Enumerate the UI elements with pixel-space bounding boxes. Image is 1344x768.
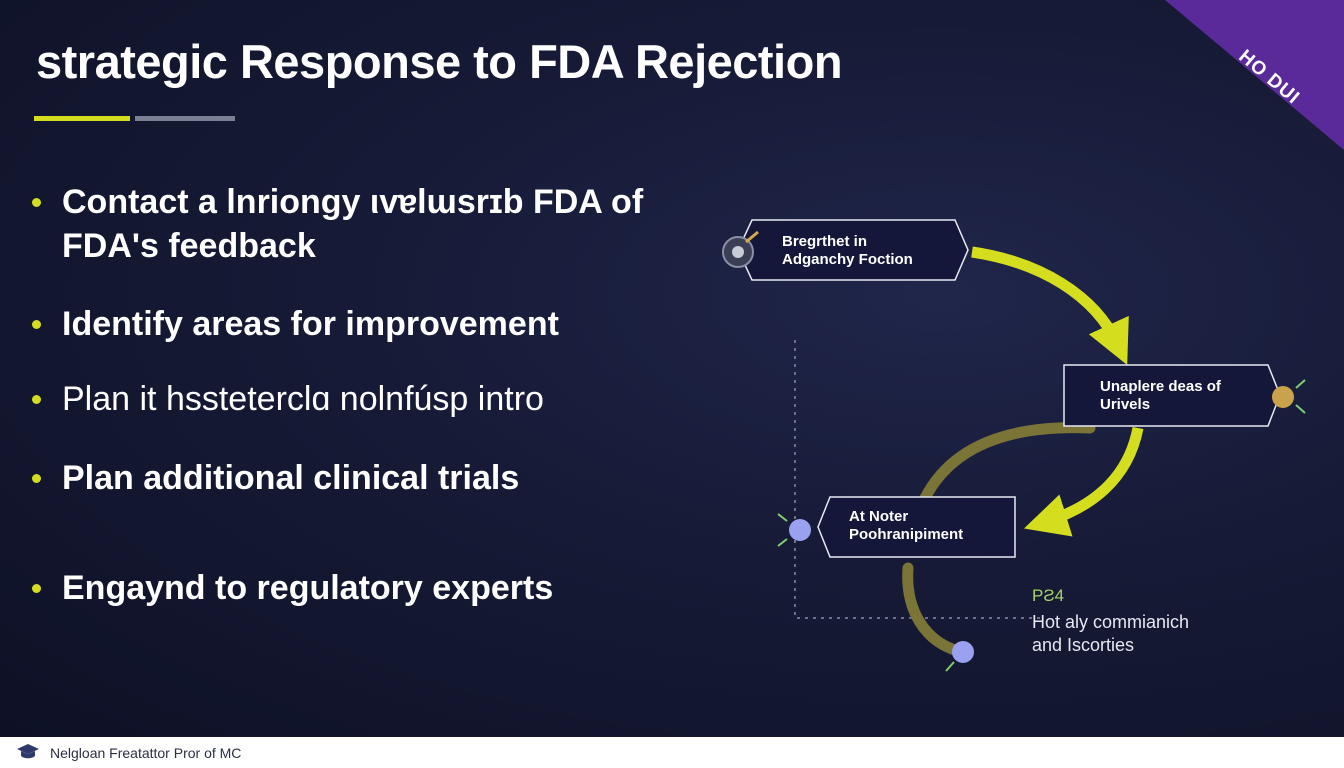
flow-node-1-line2: Adganchy Foction	[782, 251, 913, 268]
flow-node-2-line1: Unaplere deas of	[1100, 378, 1221, 395]
side-note-code: PƧ4	[1032, 586, 1065, 605]
bullet-text: Engaynd to regulatory experts	[62, 569, 554, 607]
bullet-item: Plan additional clinical trials	[28, 456, 668, 500]
bullet-dot-icon	[32, 474, 41, 483]
arrow-node2-to-node3	[1023, 426, 1144, 537]
flow-node-3-box	[817, 496, 1016, 558]
flow-node-2-line2: Urivels	[1100, 396, 1151, 413]
connector-olive-upper	[919, 422, 1096, 504]
bullet-dot-icon	[32, 584, 41, 593]
bullet-text-line1: Contact a lnriongy ιvɐlɯsrɪb FDA of	[62, 183, 644, 221]
bullet-dot-icon	[32, 198, 41, 207]
bullet-item: Identify areas for improvement	[28, 302, 668, 346]
end-dot-icon	[945, 641, 974, 672]
slide-canvas: HO DUI strategic Response to FDA Rejecti…	[0, 0, 1344, 737]
slide-title: strategic Response to FDA Rejection	[36, 35, 843, 88]
flow-node-2-label: Unaplere deas of Urivels	[1100, 378, 1221, 414]
corner-ribbon	[1165, 0, 1344, 150]
node-2-dot-icon	[1272, 379, 1306, 414]
bullet-item: Plan it hssteterclɑ nolnfúsp intro	[28, 377, 668, 421]
title-underline-accent	[34, 116, 130, 121]
connector-olive-lower	[902, 562, 961, 656]
dotted-guide	[794, 340, 1040, 619]
flow-node-2-box	[1063, 364, 1281, 427]
node-3-dot-icon	[777, 513, 811, 547]
flow-node-3-line2: Poohranipiment	[849, 526, 964, 543]
bullet-dot-icon	[32, 320, 41, 329]
flow-node-1-line1: Bregrthet in	[782, 233, 868, 250]
bullet-text: Plan it hssteterclɑ nolnfúsp intro	[62, 380, 544, 418]
bullet-item: Contact a lnriongy ιvɐlɯsrɪb FDA of FDA'…	[28, 180, 668, 268]
side-note-text: Hot aly commianich and Iscorties	[1032, 611, 1252, 657]
graduation-cap-icon	[17, 744, 39, 759]
gear-icon	[722, 230, 759, 268]
bullet-text: Identify areas for improvement	[62, 305, 559, 343]
side-note-line2: and Iscorties	[1032, 635, 1135, 655]
flow-node-1-label: Bregrthet in Adganchy Foction	[782, 233, 913, 269]
bullet-text: Plan additional clinical trials	[62, 459, 520, 497]
flow-node-3-label: At Noter Poohranipiment	[849, 508, 963, 544]
arrow-node1-to-node2	[971, 246, 1129, 365]
bullet-item: Engaynd to regulatory experts	[28, 566, 668, 610]
footer-text: Nelgloan Freatattor Pror of MC	[50, 745, 242, 761]
bullet-dot-icon	[32, 395, 41, 404]
side-note-line1: Hot aly commianich	[1032, 612, 1190, 632]
title-underline-muted	[135, 116, 235, 121]
footer-bar: Nelgloan Freatattor Pror of MC	[0, 737, 1344, 768]
ribbon-shape	[1165, 0, 1344, 150]
flow-node-3-line1: At Noter	[849, 508, 909, 525]
flow-diagram	[722, 219, 1306, 672]
bullet-text-line2: FDA's feedback	[62, 227, 316, 265]
